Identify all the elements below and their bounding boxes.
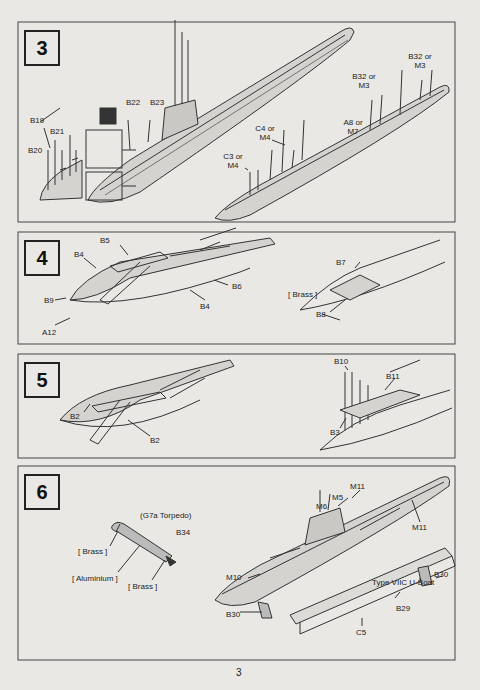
part-label: Type VIIC U-Boat xyxy=(372,578,434,587)
part-label: [ Brass ] xyxy=(128,582,157,591)
detail-inset xyxy=(40,108,150,200)
part-label: [ Aluminium ] xyxy=(72,574,118,583)
part-label: B34 xyxy=(176,528,190,537)
step-number: 4 xyxy=(36,247,47,270)
step-number-box: 6 xyxy=(24,474,60,510)
part-label: C5 xyxy=(356,628,366,637)
part-label: B3 xyxy=(330,428,340,437)
part-label: B30 xyxy=(434,570,448,579)
part-label: M6 xyxy=(316,502,327,511)
submarine-model xyxy=(215,477,455,634)
part-label: B32 or M3 xyxy=(348,72,380,90)
torpedo xyxy=(110,522,176,580)
part-label: B4 xyxy=(200,302,210,311)
part-label: B30 xyxy=(226,610,240,619)
part-label: A8 or M7 xyxy=(338,118,368,136)
part-label: B8 xyxy=(316,310,326,319)
part-label: B23 xyxy=(150,98,164,107)
bow-assembly xyxy=(60,360,452,450)
step-number-box: 4 xyxy=(24,240,60,276)
step-panel xyxy=(18,354,455,458)
part-label: B32 or M3 xyxy=(404,52,436,70)
part-label: B21 xyxy=(50,127,64,136)
part-label: B11 xyxy=(386,372,400,381)
part-label: B7 xyxy=(336,258,346,267)
step-number: 5 xyxy=(36,369,47,392)
part-label: M11 xyxy=(350,482,365,491)
part-label: B29 xyxy=(396,604,410,613)
part-label: B20 xyxy=(28,146,42,155)
part-label: M11 xyxy=(412,523,427,532)
part-label: C4 or M4 xyxy=(250,124,280,142)
page-number: 3 xyxy=(236,668,242,677)
step-panel xyxy=(18,22,455,222)
part-label: M5 xyxy=(332,493,343,502)
step-number: 6 xyxy=(36,481,47,504)
part-label: M10 xyxy=(226,573,242,582)
step-panel xyxy=(18,466,455,660)
part-label: B22 xyxy=(126,98,140,107)
part-label: (G7a Torpedo) xyxy=(140,511,191,520)
part-label: B5 xyxy=(100,236,110,245)
part-label: A12 xyxy=(42,328,56,337)
submarine-hull xyxy=(215,70,449,220)
part-label: B6 xyxy=(232,282,242,291)
step-number: 3 xyxy=(36,37,47,60)
part-label: B2 xyxy=(70,412,80,421)
stern-assembly xyxy=(55,228,445,325)
part-label: [ Brass ] xyxy=(288,290,317,299)
part-label: B10 xyxy=(334,357,348,366)
step-panel xyxy=(18,232,455,344)
step-number-box: 3 xyxy=(24,30,60,66)
part-label: C3 or M4 xyxy=(218,152,248,170)
part-label: [ Brass ] xyxy=(78,547,107,556)
step-number-box: 5 xyxy=(24,362,60,398)
part-label: B19 xyxy=(30,116,44,125)
part-label: B4 xyxy=(74,250,84,259)
part-label: B9 xyxy=(44,296,54,305)
part-label: B2 xyxy=(150,436,160,445)
